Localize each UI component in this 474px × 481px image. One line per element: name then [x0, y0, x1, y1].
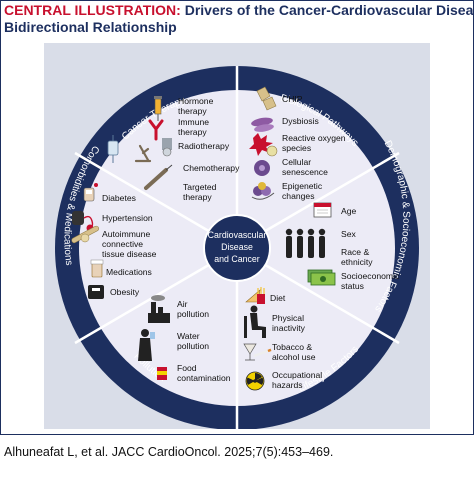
epigenetic-label-2: changes	[282, 191, 315, 201]
autoimmune-label-3: tissue disease	[102, 249, 157, 259]
dna-icon	[251, 182, 275, 200]
joint-icon	[71, 225, 100, 244]
occupational-label-1: Occupational	[272, 370, 322, 380]
syringe-injection-icon	[144, 164, 173, 190]
air-pollution-label-2: pollution	[177, 309, 209, 319]
cancer-therapy-section: Hormone therapy Immune therapy Radiother…	[107, 96, 240, 202]
water-pollution-label-2: pollution	[177, 341, 209, 351]
radiation-hazard-icon	[245, 371, 265, 391]
diet-label: Diet	[270, 293, 286, 303]
autoimmune-label-2: connective	[102, 239, 143, 249]
targeted-therapy-label-1: Targeted	[183, 182, 217, 192]
center-hub: Cardiovascular Disease and Cancer	[203, 214, 271, 282]
canned-food-icon	[157, 367, 167, 380]
physical-inactivity-label-2: inactivity	[272, 323, 306, 333]
hormone-therapy-label-1: Hormone	[178, 96, 214, 106]
cell-clone-icon	[256, 86, 277, 111]
race-label-1: Race &	[341, 247, 369, 257]
cigarette-glass-icon	[243, 343, 272, 361]
medications-label: Medications	[106, 267, 152, 277]
center-label-line3: and Cancer	[214, 254, 260, 264]
chemotherapy-label: Chemotherapy	[183, 163, 240, 173]
section-dividers	[74, 66, 400, 429]
demographic-section: Age Sex Race & ethnicity Socioeconomic s…	[285, 202, 400, 291]
hypertension-label: Hypertension	[102, 213, 153, 223]
food-contamination-label-1: Food	[177, 363, 197, 373]
comorbidities-section: Diabetes Hypertension Autoimmune connect…	[71, 183, 157, 299]
pollution-section: Air pollution Water pollution Food conta…	[138, 295, 231, 383]
autoimmune-label-1: Autoimmune	[102, 229, 150, 239]
syringe-icon	[154, 96, 162, 121]
dysbiosis-label: Dysbiosis	[282, 116, 319, 126]
immune-therapy-label-1: Immune	[178, 117, 209, 127]
senescence-label-2: senescence	[282, 167, 328, 177]
title-rest: Drivers of the Cancer-Cardiovascular Dis…	[184, 2, 474, 18]
obesity-label: Obesity	[110, 287, 140, 297]
citation-bar: Alhuneafat L, et al. JACC CardioOncol. 2…	[0, 434, 474, 481]
figure-header: CENTRAL ILLUSTRATION: Drivers of the Can…	[0, 0, 474, 38]
drivers-wheel-diagram: Cancer Therapy Biological Pathways Demog…	[55, 66, 419, 429]
figure-title-line1: CENTRAL ILLUSTRATION: Drivers of the Can…	[4, 2, 474, 18]
ros-label-2: species	[282, 143, 311, 153]
ros-icon	[249, 133, 278, 157]
radiation-machine-icon	[162, 138, 172, 157]
occupational-label-2: hazards	[272, 380, 303, 390]
factory-icon	[148, 295, 170, 323]
microscope-icon	[134, 144, 152, 163]
diagram-panel: Cancer Therapy Biological Pathways Demog…	[44, 43, 430, 429]
biological-pathways-section: CHIP Dysbiosis Reactive oxygen species C…	[249, 86, 346, 201]
drinking-person-icon	[138, 329, 155, 361]
race-label-2: ethnicity	[341, 257, 373, 267]
senescence-label-1: Cellular	[282, 157, 311, 167]
center-label-line2: Disease	[221, 242, 253, 252]
figure-title-line2: Bidirectional Relationship	[4, 19, 177, 35]
physical-inactivity-label-1: Physical	[272, 313, 304, 323]
socioeconomic-label-2: status	[341, 281, 364, 291]
water-pollution-label-1: Water	[177, 331, 200, 341]
people-icon	[285, 228, 326, 258]
air-pollution-label-1: Air	[177, 299, 188, 309]
iv-bag-icon	[107, 135, 119, 163]
cell-icon	[254, 160, 270, 176]
calendar-icon	[313, 202, 332, 218]
scale-icon	[88, 285, 104, 299]
fast-food-icon	[245, 287, 265, 304]
antibody-icon	[148, 119, 164, 141]
chip-label: CHIP	[282, 94, 303, 104]
bacteria-icon	[251, 117, 274, 132]
age-label: Age	[341, 206, 357, 216]
targeted-therapy-label-2: therapy	[183, 192, 212, 202]
radiotherapy-label: Radiotherapy	[178, 141, 230, 151]
diabetes-label: Diabetes	[102, 193, 136, 203]
immune-therapy-label-2: therapy	[178, 127, 207, 137]
socioeconomic-label-1: Socioeconomic	[341, 271, 400, 281]
money-icon	[307, 269, 336, 286]
glucose-meter-icon	[83, 183, 98, 202]
pill-bottle-icon	[90, 259, 104, 278]
sex-label: Sex	[341, 229, 357, 239]
hormone-therapy-label-2: therapy	[178, 106, 207, 116]
tobacco-label-1: Tobacco &	[272, 342, 312, 352]
center-label-line1: Cardiovascular	[208, 230, 267, 240]
title-lead: CENTRAL ILLUSTRATION:	[4, 2, 181, 18]
tobacco-label-2: alcohol use	[272, 352, 316, 362]
ros-label-1: Reactive oxygen	[282, 133, 346, 143]
epigenetic-label-1: Epigenetic	[282, 181, 323, 191]
citation-text: Alhuneafat L, et al. JACC CardioOncol. 2…	[4, 445, 334, 459]
sitting-person-icon	[244, 305, 266, 338]
food-contamination-label-2: contamination	[177, 373, 231, 383]
lifestyle-section: Diet Physical inactivity Tobacco & alcoh…	[243, 287, 322, 391]
